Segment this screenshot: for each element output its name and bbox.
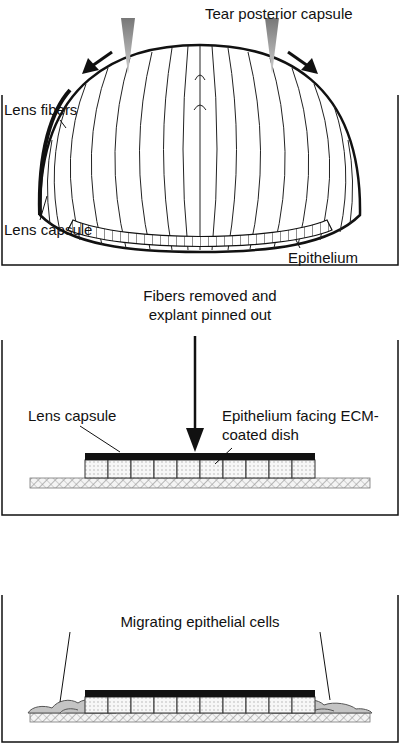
part-label: Epithelium <box>288 248 398 267</box>
leader-line <box>215 448 232 464</box>
dish-outline <box>2 340 398 515</box>
leader-line <box>40 196 47 220</box>
tear-wedge <box>265 18 279 74</box>
leader-line <box>60 120 66 128</box>
ecm-coating <box>30 478 370 488</box>
tear-wedge <box>121 18 135 74</box>
part-label: Lens fibers <box>4 100 114 119</box>
leader-line <box>296 240 300 248</box>
part-label: Tear posterior capsule <box>205 4 395 23</box>
pull-arrow <box>288 52 318 74</box>
part-label: Migrating epithelial cells <box>80 612 320 631</box>
lens-capsule <box>85 453 315 460</box>
epithelial-cells <box>85 697 315 713</box>
leader-line <box>60 632 70 702</box>
epithelial-cells <box>85 460 315 478</box>
lens-capsule <box>85 690 315 697</box>
part-label: Fibers removed and explant pinned out <box>120 286 300 324</box>
ecm-coating <box>30 713 370 722</box>
dish-outline <box>2 595 398 742</box>
part-label: Lens capsule <box>28 406 148 425</box>
leader-line <box>80 426 120 452</box>
step-arrow <box>186 336 204 452</box>
leader-line <box>320 632 330 700</box>
lens <box>40 45 360 252</box>
part-label: Epithelium facing ECM-coated dish <box>222 406 392 444</box>
pull-arrow <box>82 52 112 74</box>
part-label: Lens capsule <box>4 220 114 239</box>
